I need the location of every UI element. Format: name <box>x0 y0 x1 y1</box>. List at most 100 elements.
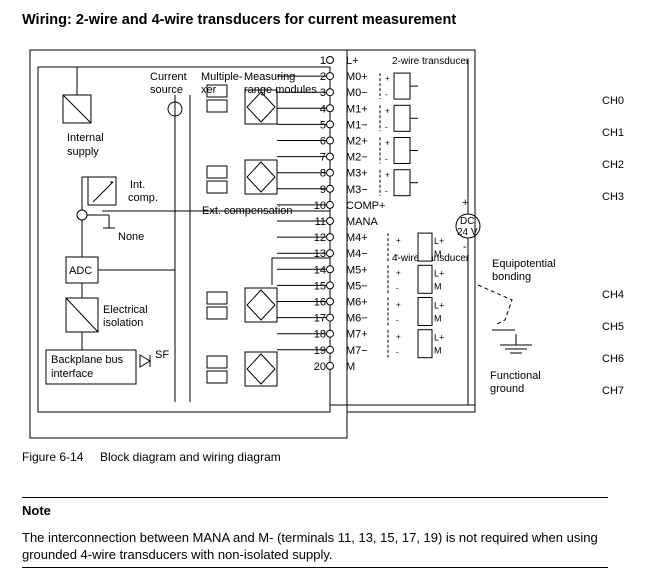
backplane-label-1: Backplane bus <box>51 354 124 366</box>
channel-label-ch2: CH2 <box>602 159 624 171</box>
terminal-7: 7 M2− <box>320 152 368 164</box>
terminal-19: 19 M7− <box>314 345 368 357</box>
two-wire-plus-label: + <box>385 74 390 83</box>
terminal-number: 17 <box>314 313 326 325</box>
terminal-screw <box>326 56 334 64</box>
terminal-number: 10 <box>314 200 326 212</box>
terminal-11: 11 MANA <box>315 216 379 228</box>
isolation-label-2: isolation <box>103 317 143 329</box>
channel-label-ch1: CH1 <box>602 127 624 139</box>
terminal-number: 8 <box>320 168 326 180</box>
four-wire-m-label: M <box>434 346 442 356</box>
two-wire-plus-label: + <box>385 171 390 180</box>
terminal-screw <box>326 265 334 274</box>
terminal-number: 15 <box>314 280 326 292</box>
int-comp-block <box>87 176 117 206</box>
terminal-name: M7− <box>346 345 368 357</box>
backplane-label-2: interface <box>51 368 93 380</box>
four-wire-transducer-2: L+M+- <box>387 297 444 326</box>
two-wire-minus-label: - <box>385 122 388 131</box>
terminal-number: 16 <box>314 297 326 309</box>
terminal-3: 3 M0− <box>320 87 368 99</box>
terminal-name: M0+ <box>346 71 368 83</box>
terminal-screw <box>326 184 334 193</box>
mux-group-0 <box>206 84 278 125</box>
functional-ground-label-1: Functional <box>490 370 541 382</box>
terminal-screw <box>326 249 334 258</box>
terminal-screw <box>326 120 334 129</box>
ext-comp-label: Ext. compensation <box>202 205 293 217</box>
terminal-screw <box>326 72 334 81</box>
terminal-12: 12 M4+ <box>314 232 368 244</box>
figure-caption-text: Block diagram and wiring diagram <box>100 450 281 464</box>
terminal-8: 8 M3+ <box>320 168 368 180</box>
terminal-number: 6 <box>320 136 326 148</box>
four-wire-transducer-3: L+M+- <box>387 329 444 359</box>
terminal-screw <box>326 361 334 370</box>
two-wire-minus-label: - <box>385 90 388 99</box>
four-wire-transducer-0: L+M+- <box>387 232 444 262</box>
two-wire-plus-label: + <box>385 106 390 115</box>
terminal-name: M5− <box>346 280 368 292</box>
terminal-number: 11 <box>315 216 326 228</box>
terminal-17: 17 M6− <box>314 313 368 325</box>
terminal-screw <box>326 233 334 242</box>
note-divider-bottom <box>22 567 608 568</box>
terminal-name: M4− <box>346 248 368 260</box>
terminal-number: 20 <box>314 361 326 373</box>
channel-label-ch5: CH5 <box>602 321 624 333</box>
two-wire-minus-label: - <box>385 155 388 164</box>
terminal-number: 12 <box>314 232 326 244</box>
multiplexer-label-2: xer <box>201 84 217 96</box>
page-title: Wiring: 2-wire and 4-wire transducers fo… <box>22 12 457 28</box>
backplane-block <box>45 349 137 385</box>
sf-label: SF <box>155 349 169 361</box>
two-wire-transducer-3: +- <box>379 169 418 197</box>
terminal-screw <box>326 168 334 177</box>
terminal-name: COMP+ <box>346 200 385 212</box>
terminal-number: 7 <box>320 152 326 164</box>
terminal-number: 13 <box>314 248 326 260</box>
dc-label-2: 24 V <box>457 227 478 238</box>
terminal-number: 3 <box>320 87 326 99</box>
terminal-name: M3+ <box>346 168 368 180</box>
terminal-screw <box>326 297 334 306</box>
range-modules-label-1: Measuring <box>244 71 295 83</box>
mux-group-2 <box>206 287 278 323</box>
four-wire-lplus-label: L+ <box>434 236 444 246</box>
channel-label-ch4: CH4 <box>602 289 624 301</box>
terminal-name: M0− <box>346 87 368 99</box>
four-wire-lplus-label: L+ <box>434 301 444 311</box>
terminal-name: M6− <box>346 313 368 325</box>
terminal-screw <box>326 313 334 322</box>
terminal-number: 19 <box>314 345 326 357</box>
adc-label: ADC <box>69 265 92 277</box>
terminal-screw <box>326 345 334 354</box>
terminal-name: M1+ <box>346 103 368 115</box>
four-wire-m-label: M <box>434 249 442 259</box>
terminal-screw <box>326 88 334 97</box>
terminal-screw <box>326 152 334 161</box>
four-wire-m-label: M <box>434 281 442 291</box>
terminal-name: M2− <box>346 152 368 164</box>
terminal-screw <box>326 136 334 145</box>
four-wire-minus-label: - <box>396 348 399 357</box>
four-wire-transducer-1: L+M+- <box>387 264 444 294</box>
internal-supply-label-2: supply <box>67 146 99 158</box>
mux-group-1 <box>206 159 278 195</box>
terminal-screw <box>326 200 334 209</box>
terminal-screw <box>326 281 334 290</box>
isolation-label-1: Electrical <box>103 304 148 316</box>
terminal-name: M4+ <box>346 232 368 244</box>
four-wire-plus-label: + <box>396 333 401 342</box>
two-wire-label: 2-wire transducer <box>392 56 470 67</box>
note-divider-top <box>22 497 608 498</box>
terminal-name: MANA <box>346 216 378 228</box>
